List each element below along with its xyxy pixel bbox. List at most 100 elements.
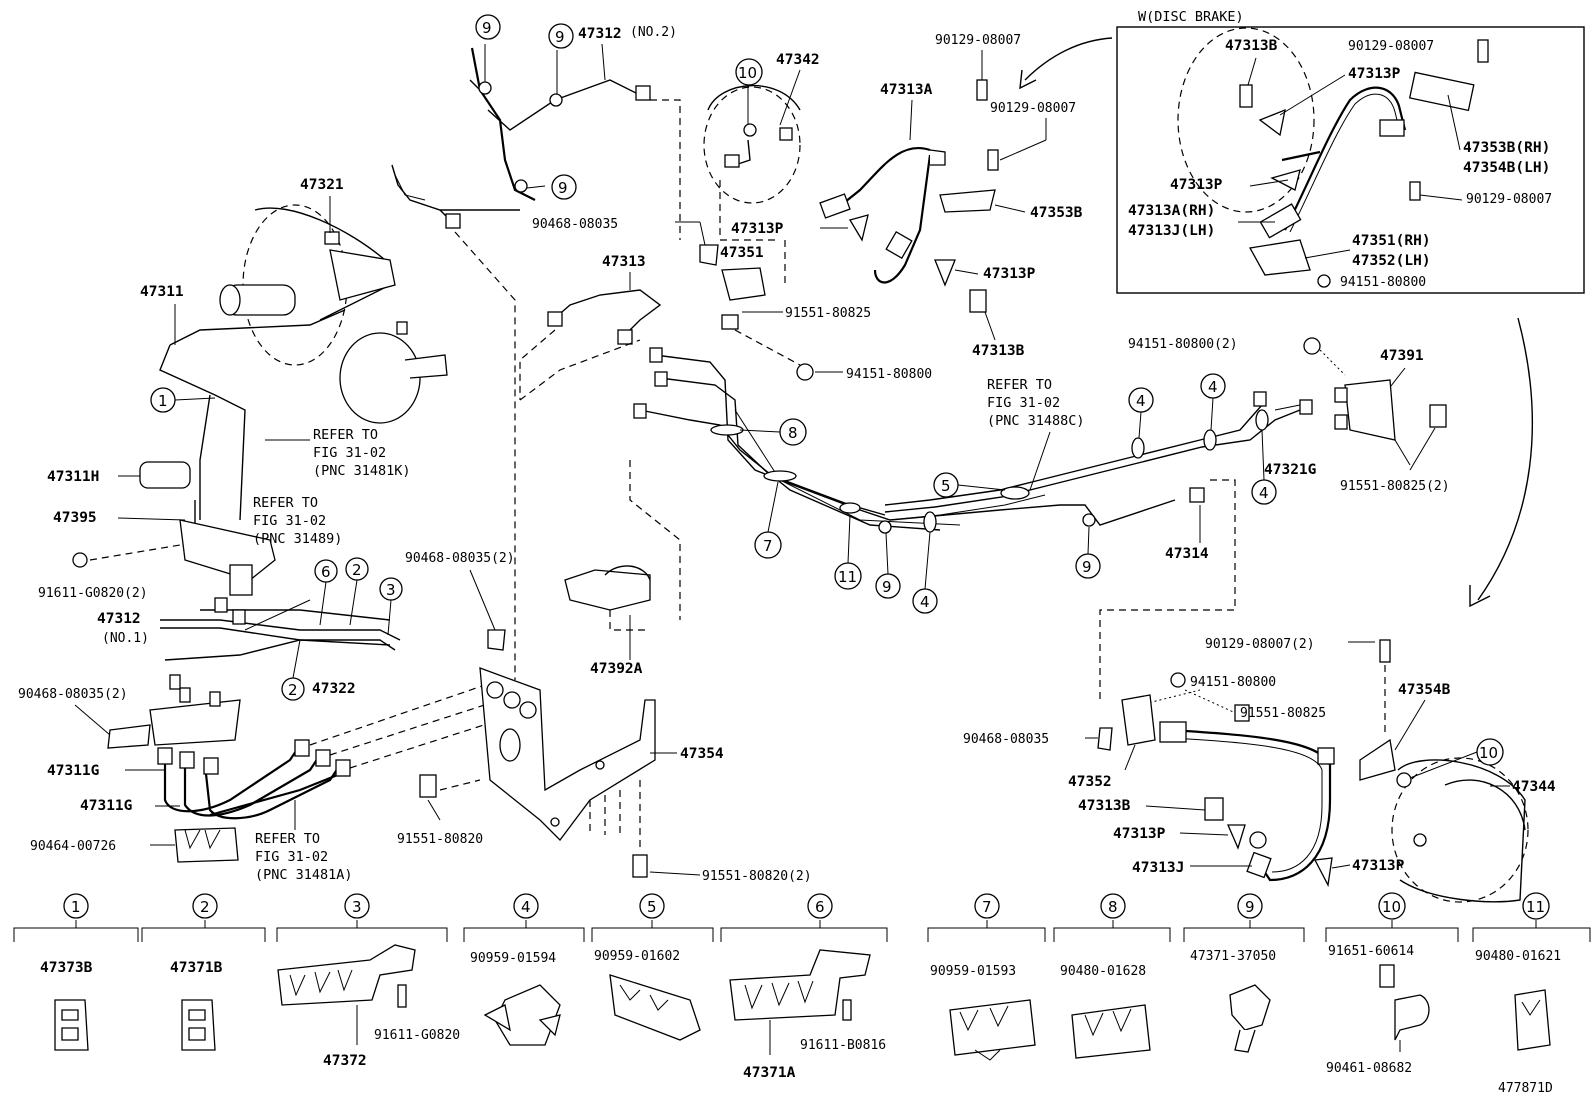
legend-group-6: 6 47371A 91611-B0816 [720,893,888,1081]
legend-part-47371A: 47371A [743,1065,796,1081]
label-47311G-b: 47311G [80,798,132,814]
label-47322: 47322 [312,681,356,697]
svg-text:9: 9 [482,19,492,37]
legend-group-3: 3 47372 91611-G0820 [276,893,460,1069]
svg-text:4: 4 [1208,378,1218,396]
svg-text:4: 4 [1259,484,1269,502]
label-91551-80825-c: 91551-80825 [1240,706,1326,721]
label-90468-08035-2-mid: 90468-08035(2) [405,551,515,566]
legend-part-47371-37050: 47371-37050 [1190,949,1276,964]
callout-6-left: 6 [314,559,338,583]
refer-note-31481A: REFER TO FIG 31-02 (PNC 31481A) [255,831,353,883]
master-cylinder-booster [219,204,448,424]
svg-text:3: 3 [352,898,362,916]
label-47312-no2-sub: (NO.2) [630,25,677,40]
label-47353B: 47353B [1030,205,1083,221]
callout-9-top-b: 9 [548,23,574,49]
label-47392A: 47392A [590,661,643,677]
svg-text:7: 7 [763,537,773,555]
label-47313J: 47313J [1132,860,1184,876]
label-47313B-a: 47313B [972,343,1025,359]
callout-4-center-b: 4 [1128,387,1154,413]
clamp-legend: 1 47373B 2 47371B 3 47372 91611-G0820 [13,892,1591,1081]
inset-label-94151: 94151-80800 [1340,275,1426,290]
svg-text:5: 5 [647,898,657,916]
callout-4-center-c: 4 [1200,373,1226,399]
inset-label-47354B: 47354B(LH) [1463,160,1550,176]
inset-label-90129-a: 90129-08007 [1348,39,1434,54]
label-47313: 47313 [602,254,646,270]
legend-group-7: 7 90959-01593 [927,893,1046,1061]
svg-text:FIG 31-02: FIG 31-02 [253,513,326,529]
svg-text:4: 4 [1136,392,1146,410]
legend-group-2: 2 47371B [141,893,266,1051]
inset-label-47351: 47351(RH) [1352,233,1431,249]
label-47312-no1-sub: (NO.1) [102,631,149,646]
svg-text:FIG 31-02: FIG 31-02 [313,445,386,461]
svg-text:11: 11 [1526,898,1545,916]
label-47312-no1: 47312 [97,611,141,627]
svg-text:REFER TO: REFER TO [253,495,318,511]
inset-label-47313A: 47313A(RH) [1128,203,1215,219]
legend-group-4: 4 90959-01594 [463,893,585,1046]
label-90129-08007-2: 90129-08007(2) [1205,637,1315,652]
label-47313P-b: 47313P [983,266,1036,282]
label-91551-80825-a: 91551-80825 [785,306,871,321]
svg-text:1: 1 [158,392,168,410]
legend-part-90461-08682: 90461-08682 [1326,1061,1412,1076]
label-47395: 47395 [53,510,97,526]
svg-text:7: 7 [982,898,992,916]
svg-text:REFER TO: REFER TO [313,427,378,443]
callout-2-left-a: 2 [345,557,369,581]
legend-part-90959-01602: 90959-01602 [594,949,680,964]
legend-part-47371B: 47371B [170,960,223,976]
svg-text:10: 10 [1382,898,1401,916]
svg-text:FIG 31-02: FIG 31-02 [255,849,328,865]
label-90468-08035-d: 90468-08035 [963,732,1049,747]
legend-part-90480-01628: 90480-01628 [1060,964,1146,979]
label-47314: 47314 [1165,546,1209,562]
label-47311G-a: 47311G [47,763,99,779]
main-brake-line-run [633,347,1313,534]
label-91551-80820-2: 91551-80820(2) [702,869,812,884]
svg-text:2: 2 [352,561,362,579]
inset-label-47313B: 47313B [1225,38,1278,54]
svg-text:5: 5 [941,477,951,495]
inset-label-47352: 47352(LH) [1352,253,1431,269]
label-47313A: 47313A [880,82,933,98]
svg-text:FIG 31-02: FIG 31-02 [987,395,1060,411]
legend-group-11: 11 90480-01621 [1472,892,1591,1051]
diagram-id: 477871D [1498,1081,1553,1096]
callout-9-top-c: 9 [551,174,577,200]
legend-part-91651-60614: 91651-60614 [1328,944,1414,959]
callout-7-center: 7 [754,531,782,559]
svg-text:REFER TO: REFER TO [987,377,1052,393]
inset-label-47353B: 47353B(RH) [1463,140,1550,156]
svg-text:9: 9 [555,28,565,46]
label-47344: 47344 [1512,779,1556,795]
callout-11-center: 11 [834,562,862,590]
legend-group-8: 8 90480-01628 [1053,893,1171,1059]
callout-9-center-a: 9 [875,573,901,599]
label-47321: 47321 [300,177,344,193]
legend-part-91611-G0820: 91611-G0820 [374,1028,460,1043]
legend-group-9: 9 47371-37050 [1183,893,1305,1053]
callout-9-center-b: 9 [1075,553,1101,579]
legend-part-90959-01594: 90959-01594 [470,951,556,966]
svg-text:6: 6 [321,563,331,581]
label-47321G: 47321G [1264,462,1316,478]
label-47313B-b: 47313B [1078,798,1131,814]
label-47313P-d: 47313P [1352,858,1405,874]
callout-8-center: 8 [779,418,807,446]
label-94151-80800-c: 94151-80800 [1190,675,1276,690]
label-47391: 47391 [1380,348,1424,364]
refer-note-31489: REFER TO FIG 31-02 (PNC 31489) [253,495,342,547]
legend-part-90480-01621: 90480-01621 [1475,949,1561,964]
svg-text:8: 8 [788,424,798,442]
inset-label-47313J: 47313J(LH) [1128,223,1215,239]
label-90464-00726: 90464-00726 [30,839,116,854]
label-91551-80820: 91551-80820 [397,832,483,847]
svg-text:(PNC 31489): (PNC 31489) [253,531,342,547]
label-47352: 47352 [1068,774,1112,790]
